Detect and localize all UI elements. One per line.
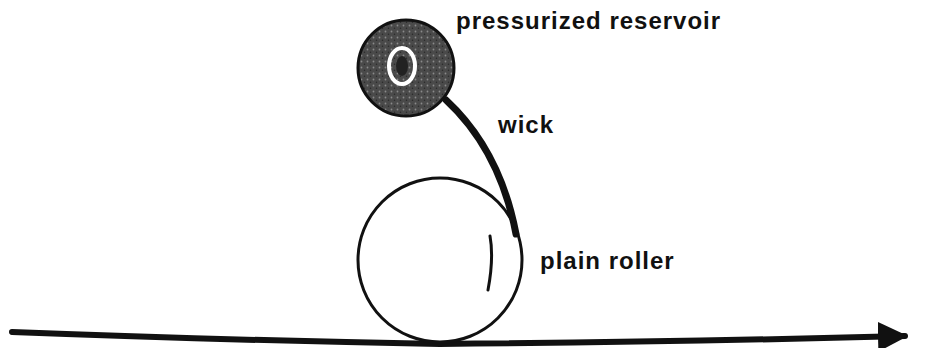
- part-label: wick: [498, 112, 554, 138]
- part-label: pressurized reservoir: [456, 8, 721, 34]
- plain-roller: [358, 178, 522, 342]
- part-label: plain roller: [540, 248, 675, 274]
- rotation-mark: [488, 236, 492, 290]
- reservoir-inlet: [389, 48, 415, 84]
- pressurized-reservoir: [358, 20, 454, 116]
- reservoir-core: [396, 56, 408, 76]
